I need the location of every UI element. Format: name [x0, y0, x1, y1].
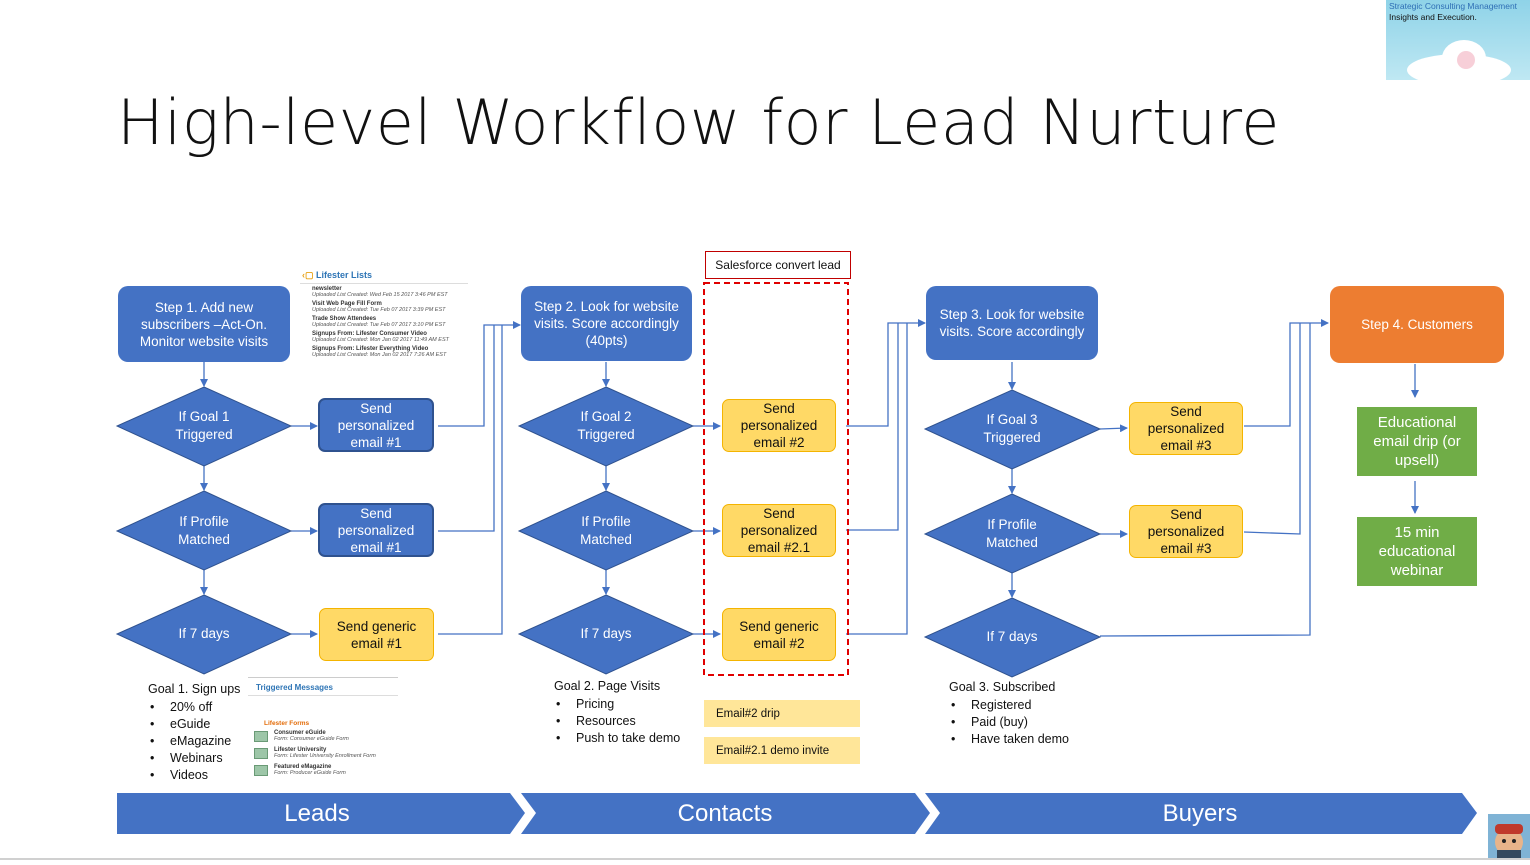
- envelope-icon: [254, 764, 268, 776]
- triggered-messages-screenshot: Triggered Messages Lifester Forms Consum…: [248, 677, 398, 789]
- goal2-title: Goal 2. Page Visits: [554, 679, 661, 693]
- goal3-item: Paid (buy): [951, 714, 1069, 731]
- diamond-label-goal1: If Goal 1 Triggered: [175, 409, 233, 442]
- logo-cloud-icon: [1404, 36, 1514, 80]
- stage-buyers: Buyers: [1162, 799, 1238, 827]
- lifester-lists-title: Lifester Lists: [316, 270, 373, 280]
- goal1-item: eMagazine: [150, 733, 240, 750]
- email-box-1c: Send generic email #1: [319, 608, 434, 661]
- diamond-goal1: [115, 386, 293, 467]
- diamond-profile2: [517, 490, 695, 571]
- salesforce-label: Salesforce convert lead: [705, 251, 851, 279]
- diamond-label-goal3: If Goal 3 Triggered: [983, 412, 1041, 445]
- salesforce-dashed-box: [703, 282, 849, 676]
- stage-leads: Leads: [284, 799, 350, 827]
- step3-box: Step 3. Look for website visits. Score a…: [926, 286, 1098, 360]
- goal1-item: Videos: [150, 767, 240, 784]
- diamond-label-profile3: If Profile Matched: [986, 517, 1038, 550]
- logo-line2: Insights and Execution.: [1389, 12, 1477, 22]
- logo-line1: Strategic Consulting Management: [1389, 1, 1518, 11]
- diamond-profile3: [923, 493, 1102, 574]
- goal3-item: Have taken demo: [951, 731, 1069, 748]
- step1-box: Step 1. Add new subscribers –Act-On. Mon…: [118, 286, 290, 362]
- step4-box: Step 4. Customers: [1330, 286, 1504, 363]
- goal1-item: Webinars: [150, 750, 240, 767]
- email-box-2c: Send generic email #2: [722, 608, 836, 661]
- note-email21-demo: Email#2.1 demo invite: [704, 737, 860, 764]
- diamond-7days3: [923, 597, 1102, 678]
- goal1-item: 20% off: [150, 699, 240, 716]
- diamond-label-7days2: If 7 days: [580, 626, 632, 641]
- goal3-list: Goal 3. Subscribed Registered Paid (buy)…: [949, 679, 1069, 748]
- bottom-divider: [0, 858, 1530, 860]
- goal1-list: Goal 1. Sign ups 20% off eGuide eMagazin…: [148, 681, 240, 784]
- page-title: High-level Workflow for Lead Nurture: [117, 86, 1280, 159]
- diamond-profile1: [115, 490, 293, 571]
- goal2-item: Push to take demo: [556, 730, 680, 747]
- stage-contacts: Contacts: [677, 799, 773, 827]
- diamond-7days2: [517, 594, 695, 675]
- goal2-list: Goal 2. Page Visits Pricing Resources Pu…: [554, 678, 680, 747]
- email-box-2b: Send personalized email #2.1: [722, 504, 836, 557]
- step2-box: Step 2. Look for website visits. Score a…: [521, 286, 692, 361]
- company-logo: Strategic Consulting Management Insights…: [1386, 0, 1530, 80]
- folder-icon: ‹▢: [302, 270, 314, 280]
- webinar-box: 15 min educational webinar: [1357, 517, 1477, 586]
- envelope-icon: [254, 747, 268, 759]
- forms-title: Lifester Forms: [264, 720, 310, 727]
- email-box-3a: Send personalized email #3: [1129, 402, 1243, 455]
- diamond-7days1: [115, 594, 293, 675]
- goal3-item: Registered: [951, 697, 1069, 714]
- email-box-1b: Send personalized email #1: [318, 503, 434, 557]
- triggered-title: Triggered Messages: [248, 677, 398, 696]
- goal1-title: Goal 1. Sign ups: [148, 682, 241, 696]
- diamond-label-profile2: If Profile Matched: [580, 514, 632, 547]
- diamond-goal3: [923, 389, 1102, 470]
- goal3-title: Goal 3. Subscribed: [949, 680, 1056, 694]
- diamond-label-7days3: If 7 days: [986, 629, 1038, 644]
- educational-drip-box: Educational email drip (or upsell): [1357, 407, 1477, 476]
- note-email2-drip: Email#2 drip: [704, 700, 860, 727]
- email-box-2a: Send personalized email #2: [722, 399, 836, 452]
- envelope-icon: [254, 730, 268, 742]
- goal1-item: eGuide: [150, 716, 240, 733]
- avatar: [1488, 814, 1530, 860]
- email-box-3b: Send personalized email #3: [1129, 505, 1243, 558]
- diamond-label-7days1: If 7 days: [178, 626, 230, 641]
- goal2-item: Resources: [556, 713, 680, 730]
- diamond-label-profile1: If Profile Matched: [178, 514, 230, 547]
- goal2-item: Pricing: [556, 696, 680, 713]
- diamond-label-goal2: If Goal 2 Triggered: [577, 409, 635, 442]
- diamond-goal2: [517, 386, 695, 467]
- email-box-1a: Send personalized email #1: [318, 398, 434, 452]
